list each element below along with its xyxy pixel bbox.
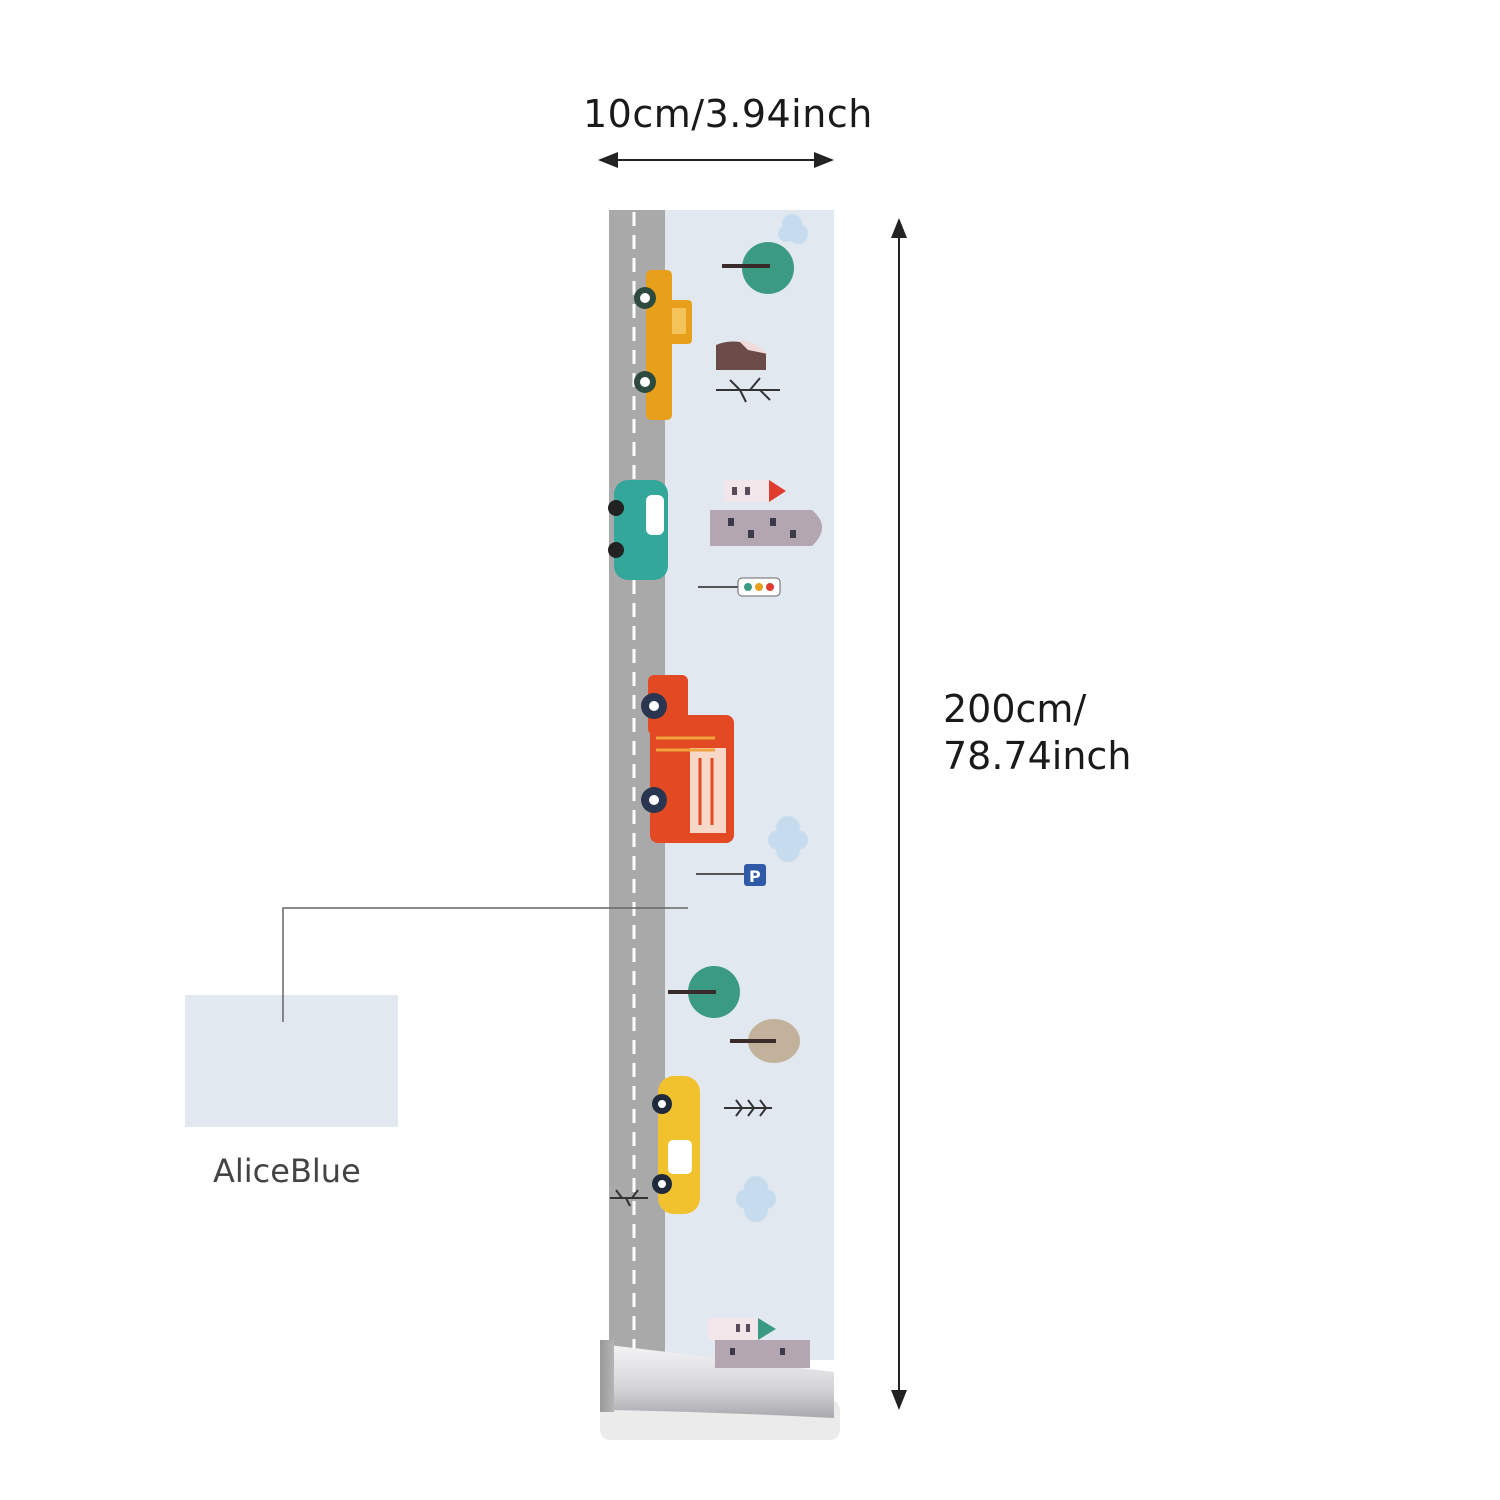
building-icon (715, 1340, 810, 1368)
fire-truck-icon (641, 675, 734, 843)
bare-tree-icon (716, 377, 780, 403)
svg-text:P: P (749, 867, 761, 886)
car-icon (608, 480, 668, 580)
traffic-light-icon (698, 577, 781, 597)
parking-sign-icon: P (696, 864, 766, 886)
building-icon (710, 510, 822, 546)
tree-icon (722, 242, 794, 294)
color-swatch-label: AliceBlue (213, 1152, 361, 1190)
house-icon (708, 1318, 776, 1340)
tree-icon (730, 1019, 800, 1063)
cloud-icon (736, 1176, 776, 1222)
tree-icon (668, 966, 740, 1018)
height-dimension-label: 200cm/ 78.74inch (943, 686, 1131, 780)
taxi-icon (652, 1076, 700, 1214)
bare-tree-icon (610, 1189, 648, 1207)
house-icon (724, 480, 786, 502)
cloud-icon (778, 214, 808, 244)
cloud-icon (768, 816, 808, 862)
fern-icon (724, 1099, 772, 1117)
rolled-edge (609, 1345, 834, 1418)
color-swatch (185, 995, 398, 1127)
mountain-icon (716, 340, 768, 370)
pickup-truck-icon (634, 270, 692, 420)
width-dimension-label: 10cm/3.94inch (583, 92, 873, 136)
swatch-leader-line (282, 907, 688, 1022)
height-label-cm: 200cm/ (943, 687, 1087, 731)
height-label-inch: 78.74inch (943, 734, 1132, 778)
